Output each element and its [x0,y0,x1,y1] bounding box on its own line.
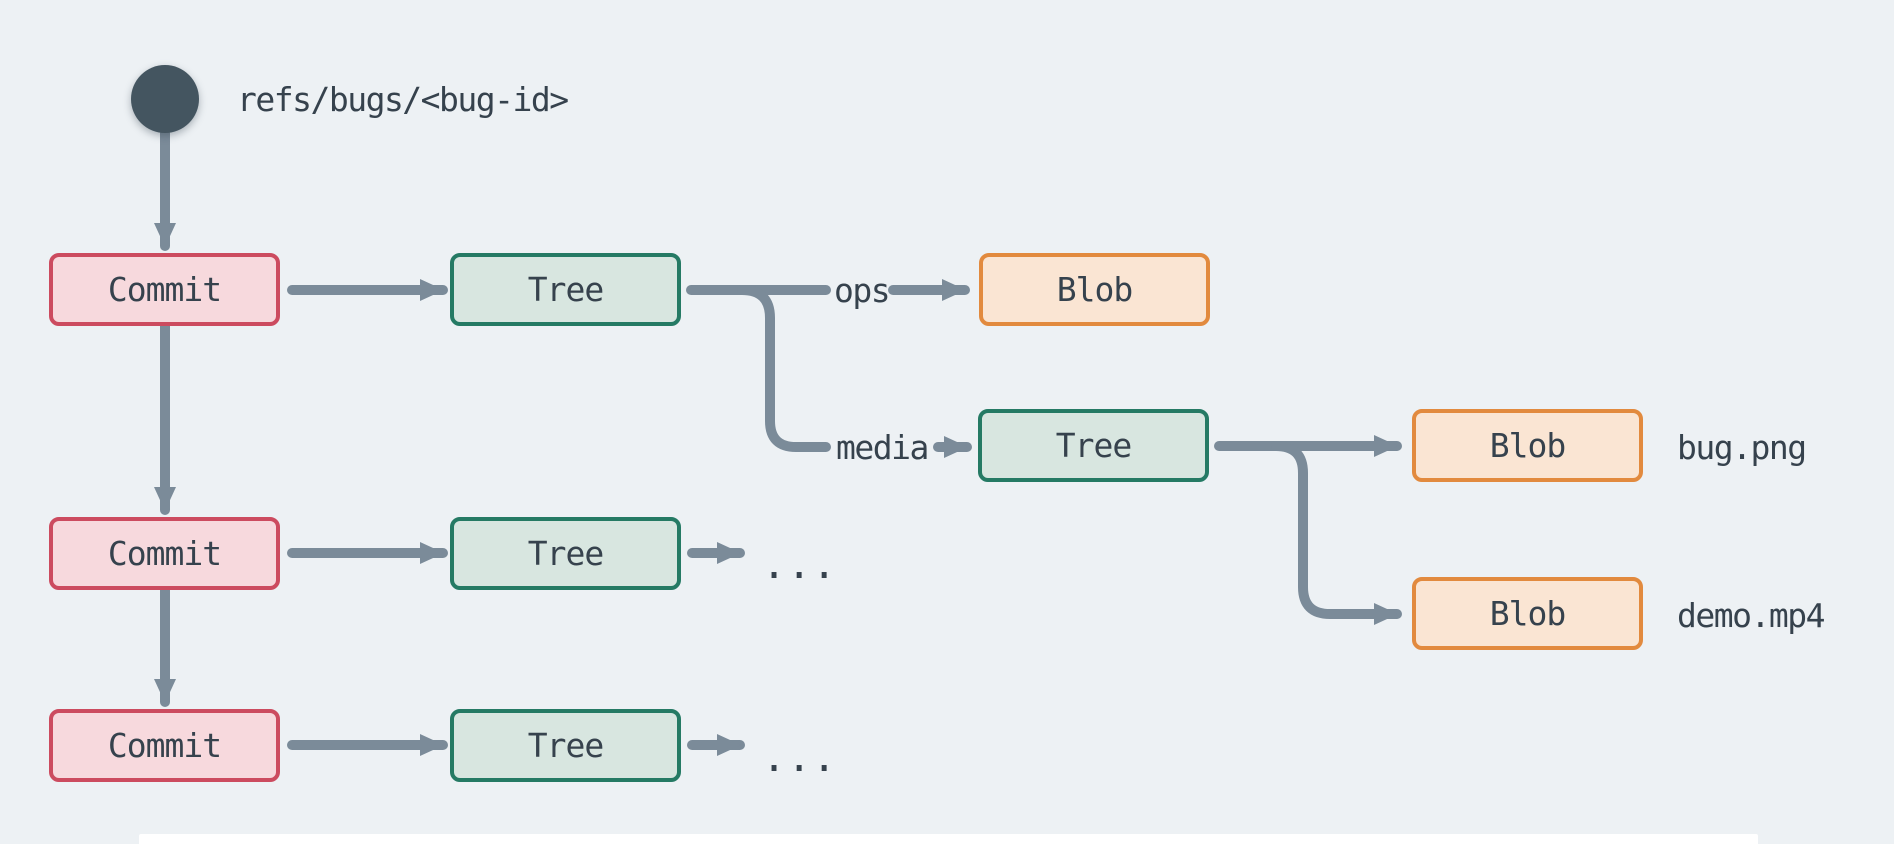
node-commit-3-label: Commit [107,726,222,765]
ellipsis-row2: ... [762,542,838,588]
ellipsis-row3: ... [762,735,838,781]
ref-node [131,65,199,133]
arrow-mediatree-to-blob-demo [1271,441,1402,625]
node-tree-2: Tree [450,517,681,590]
node-blob-bug: Blob [1412,409,1643,482]
node-tree-3: Tree [450,709,681,782]
node-tree-1-label: Tree [527,270,604,309]
edge-label-ops: ops [834,270,891,310]
file-label-demo-mp4: demo.mp4 [1677,595,1825,635]
bottom-panel-edge [139,834,1758,844]
node-commit-1: Commit [49,253,280,326]
node-blob-bug-label: Blob [1489,426,1566,465]
node-tree-media: Tree [978,409,1209,482]
node-blob-demo: Blob [1412,577,1643,650]
edge-label-media: media [836,427,929,467]
node-tree-2-label: Tree [527,534,604,573]
node-commit-1-label: Commit [107,270,222,309]
node-commit-2-label: Commit [107,534,222,573]
node-blob-ops: Blob [979,253,1210,326]
file-label-bug-png: bug.png [1677,427,1807,467]
node-tree-media-label: Tree [1055,426,1132,465]
ref-label: refs/bugs/<bug-id> [237,79,569,119]
line-tree1-to-media [737,285,831,452]
node-tree-1: Tree [450,253,681,326]
node-blob-ops-label: Blob [1056,270,1133,309]
node-blob-demo-label: Blob [1489,594,1566,633]
node-commit-2: Commit [49,517,280,590]
node-tree-3-label: Tree [527,726,604,765]
node-commit-3: Commit [49,709,280,782]
